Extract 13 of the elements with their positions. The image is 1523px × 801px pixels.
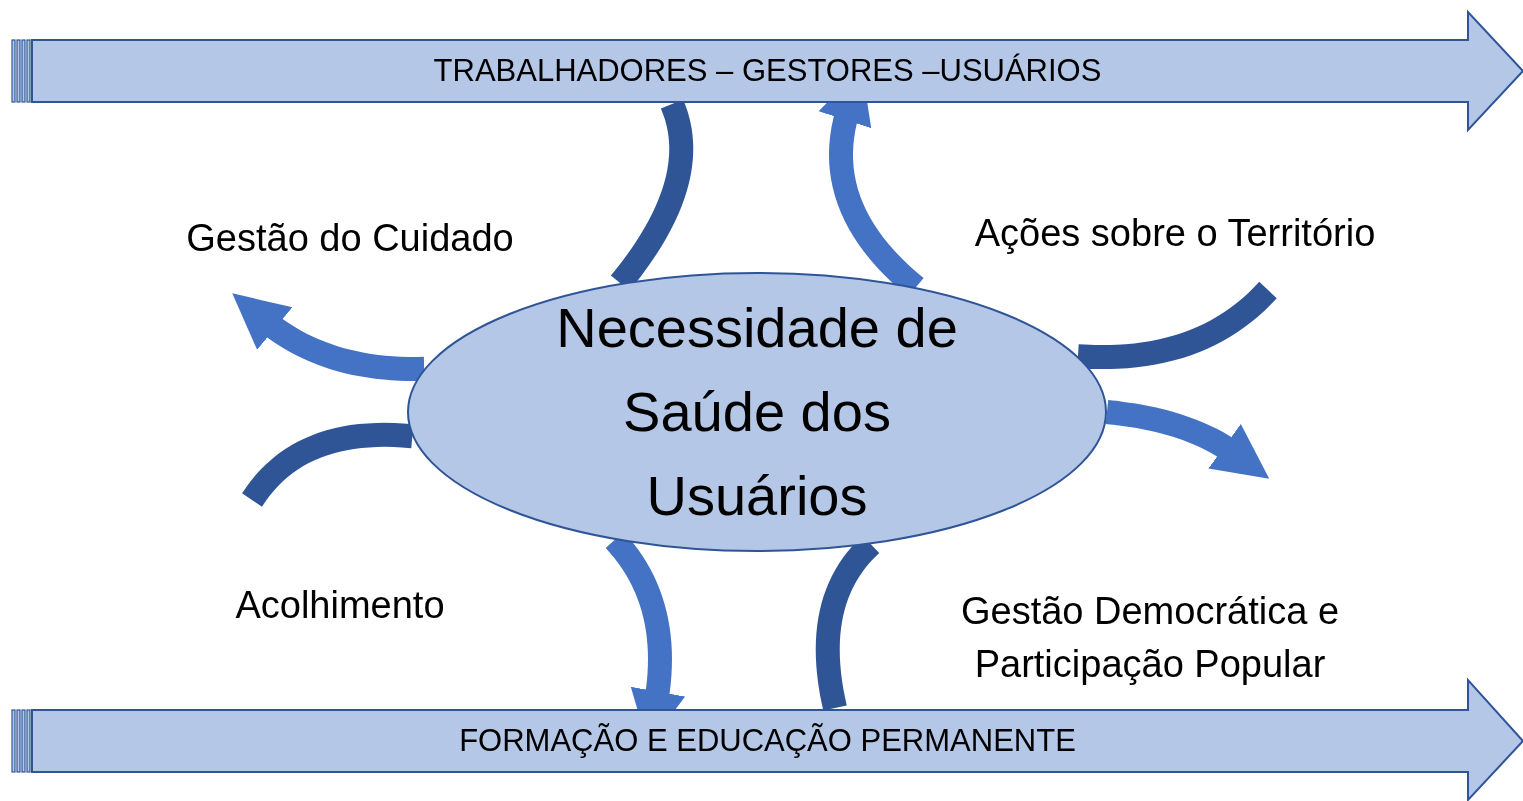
curved-arrow: [1105, 400, 1270, 479]
caption-text: Gestão do Cuidado: [185, 216, 515, 261]
ellipse-label: Necessidade de Saúde dos Usuários: [555, 295, 959, 529]
caption-text: Ações sobre o Território: [973, 211, 1377, 256]
curved-connector: [1077, 281, 1277, 370]
band-label: FORMAÇÃO E EDUCAÇÃO PERMANENTE: [459, 722, 1076, 760]
ellipse: [407, 272, 1107, 552]
caption-text: Acolhimento: [234, 583, 446, 628]
caption-text: Gestão Democrática e Participação Popular: [959, 589, 1341, 688]
band-label: TRABALHADORES – GESTORES –USUÁRIOS: [433, 52, 1102, 90]
curved-connector: [242, 422, 414, 507]
band-arrow: [12, 12, 1523, 130]
curved-arrow: [232, 293, 425, 381]
